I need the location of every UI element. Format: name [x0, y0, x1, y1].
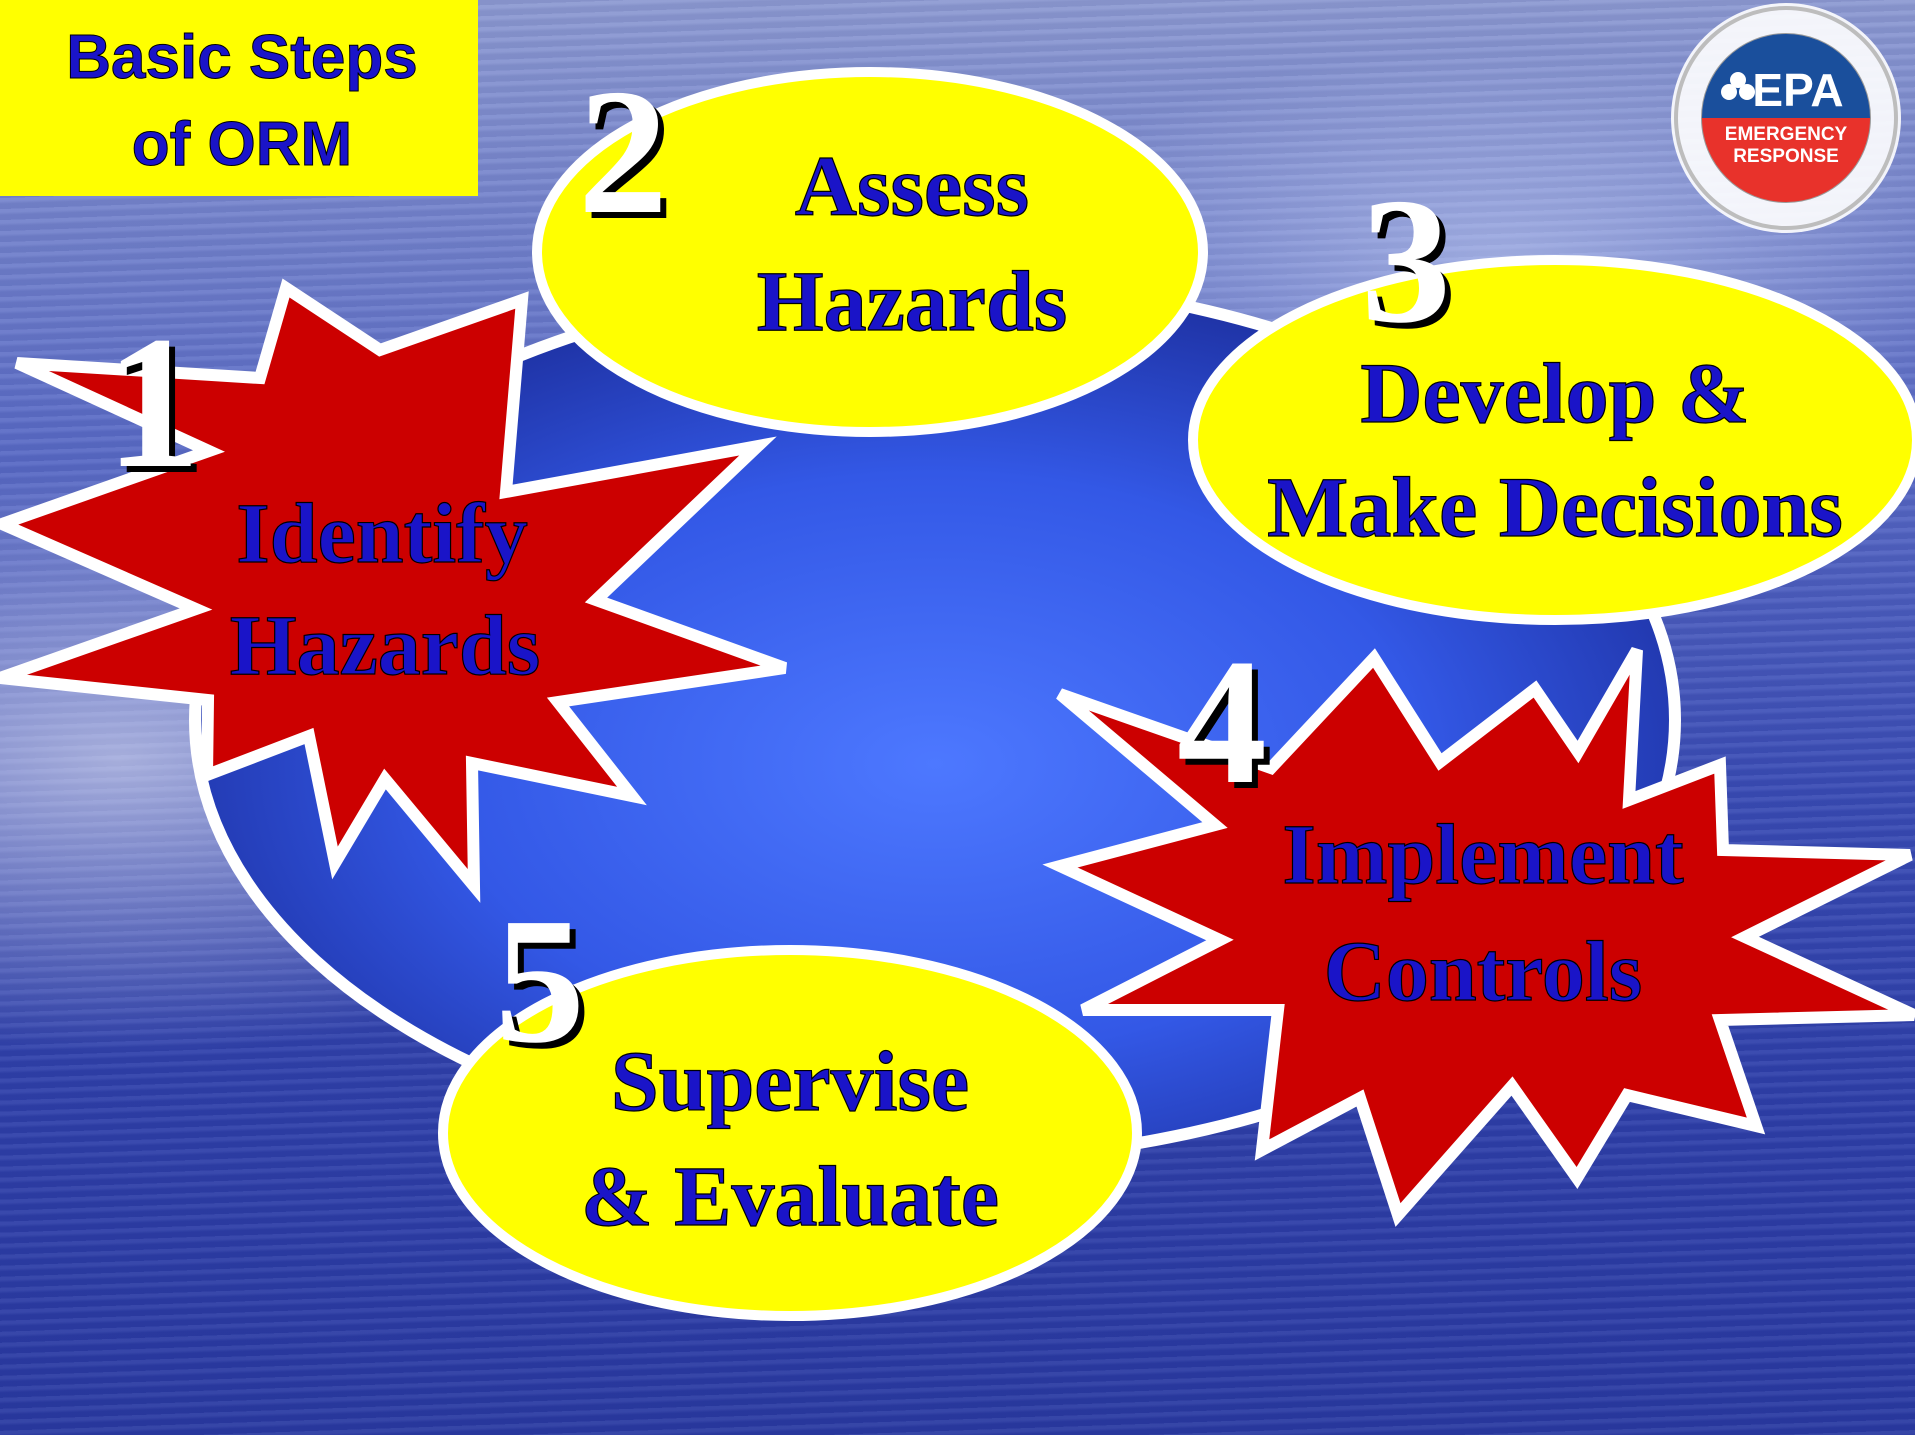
step-1-starburst: [0, 278, 788, 903]
step-2-number-shadow: 2: [584, 58, 674, 257]
step-1-number: 1: [106, 298, 201, 508]
step-2: Assess Hazards: [532, 67, 1208, 437]
step-numbers: 1 1 2 2 3 3 4 4 5 5: [106, 52, 1458, 1086]
step-3-number-shadow: 3: [1367, 167, 1457, 366]
step-2-line-1: Assess: [795, 138, 1029, 234]
title-box: Basic Steps of ORM: [0, 0, 478, 196]
title-line-2: of ORM: [132, 110, 352, 179]
epa-line-1: EMERGENCY: [1725, 124, 1848, 145]
step-1: Identify Hazards: [0, 278, 788, 903]
step-4-number-shadow: 4: [1183, 628, 1273, 827]
step-2-number: 2: [578, 52, 668, 251]
step-4-line-2: Controls: [1324, 923, 1643, 1019]
step-4-starburst: [1042, 646, 1915, 1227]
step-5-number: 5: [495, 881, 585, 1080]
epa-logo: EPA EMERGENCY RESPONSE: [1671, 3, 1901, 233]
step-5-line-2: & Evaluate: [581, 1148, 999, 1244]
step-3-number: 3: [1361, 161, 1451, 360]
step-4: Implement Controls: [1042, 646, 1915, 1227]
epa-line-2: RESPONSE: [1733, 146, 1839, 167]
step-3-line-2: Make Decisions: [1267, 459, 1843, 555]
step-2-line-2: Hazards: [757, 253, 1068, 349]
epa-wordmark: EPA: [1752, 64, 1843, 116]
title-line-1: Basic Steps: [66, 23, 418, 92]
step-5-number-shadow: 5: [501, 887, 591, 1086]
step-5-line-1: Supervise: [611, 1033, 969, 1129]
step-3-line-1: Develop &: [1360, 345, 1749, 441]
step-4-number: 4: [1177, 622, 1267, 821]
epa-flower-icon: [1721, 72, 1755, 100]
step-5: Supervise & Evaluate: [438, 945, 1142, 1321]
step-3: Develop & Make Decisions: [1188, 255, 1915, 625]
step-1-line-1: Identify: [236, 485, 527, 581]
step-1-line-2: Hazards: [230, 597, 541, 693]
step-4-line-1: Implement: [1282, 806, 1684, 902]
step-1-number-shadow: 1: [112, 304, 207, 514]
